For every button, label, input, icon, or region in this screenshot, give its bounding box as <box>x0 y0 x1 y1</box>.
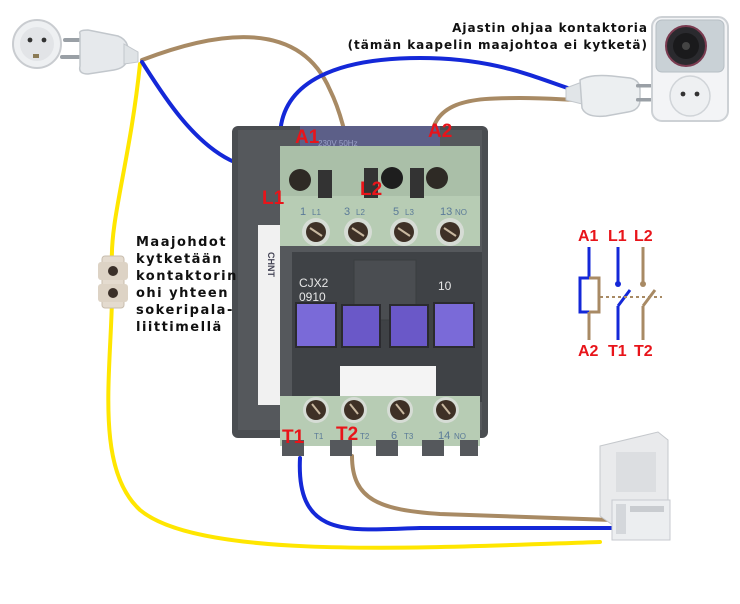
timer-note-line2: (tämän kaapelin maajohtoa ei kytketä) <box>347 38 648 52</box>
model-line1: CJX2 <box>299 276 329 290</box>
ground-note: Maajohdot kytketään kontaktorin ohi yhte… <box>136 234 238 336</box>
label-l1: L1 <box>262 188 285 209</box>
timer-note: Ajastin ohjaa kontaktoria (tämän kaapeli… <box>348 20 648 54</box>
bottom-term-2-name: T2 <box>360 432 370 441</box>
schematic-top-l2: L2 <box>634 228 653 245</box>
bottom-term-3-num: 6 <box>391 430 397 442</box>
model-line2: 0910 <box>299 290 326 304</box>
label-a1: A1 <box>295 127 320 148</box>
label-l2: L2 <box>360 179 383 200</box>
ground-note-line: liittimellä <box>136 320 223 335</box>
phase-wire-t1 <box>297 456 614 532</box>
bottom-term-1-name: T1 <box>314 432 324 441</box>
connector-block-icon <box>98 255 128 309</box>
schematic-symbol <box>578 247 662 340</box>
ground-note-line: kontaktorin <box>136 269 238 284</box>
contact-code: 10 <box>438 279 452 293</box>
top-term-3-name: L3 <box>405 208 414 217</box>
top-term-2-num: 3 <box>344 206 350 218</box>
top-term-1-num: 1 <box>300 206 306 218</box>
phase-wire-a1 <box>278 55 582 140</box>
ground-wire <box>106 62 602 550</box>
plug-left-icon <box>60 29 139 75</box>
timer-note-line1: Ajastin ohjaa kontaktoria <box>452 21 648 35</box>
top-term-2-name: L2 <box>356 208 365 217</box>
neutral-wire-t2 <box>350 454 614 522</box>
brand-logo: CHNT <box>266 252 276 277</box>
ground-note-line: Maajohdot <box>136 235 228 250</box>
top-term-3-num: 5 <box>393 206 399 218</box>
bottom-screws <box>303 397 459 423</box>
schematic-top-a1: A1 <box>578 228 599 245</box>
ground-note-line: sokeripala- <box>136 303 234 318</box>
terminal-markings: 1 L1 3 L2 5 L3 13 NO T1 T2 6 T3 14 NO CJ… <box>266 139 467 442</box>
bottom-term-4-name: NO <box>454 432 466 441</box>
schematic-bottom-a2: A2 <box>578 343 599 360</box>
schematic-bottom-t1: T1 <box>608 343 627 360</box>
label-t2: T2 <box>336 424 359 445</box>
neutral-wire-a2 <box>428 95 582 150</box>
bottom-term-3-name: T3 <box>404 432 414 441</box>
label-a2: A2 <box>428 121 453 142</box>
ground-note-line: kytketään <box>136 252 223 267</box>
top-term-4-name: NO <box>455 208 467 217</box>
ground-note-line: ohi yhteen <box>136 286 229 301</box>
timer-socket-icon <box>651 16 729 122</box>
bottom-term-4-num: 14 <box>438 430 450 442</box>
coil-rating: 230V 50Hz <box>318 139 358 148</box>
wall-socket-left-icon <box>12 19 62 69</box>
top-screws <box>302 218 464 246</box>
schematic-bottom-t2: T2 <box>634 343 653 360</box>
top-term-1-name: L1 <box>312 208 321 217</box>
contactor <box>232 126 488 456</box>
ballast-icon <box>599 431 671 541</box>
label-t1: T1 <box>282 427 305 448</box>
top-term-4-num: 13 <box>440 206 452 218</box>
schematic-top-l1: L1 <box>608 228 627 245</box>
plug-right-icon <box>565 74 652 118</box>
